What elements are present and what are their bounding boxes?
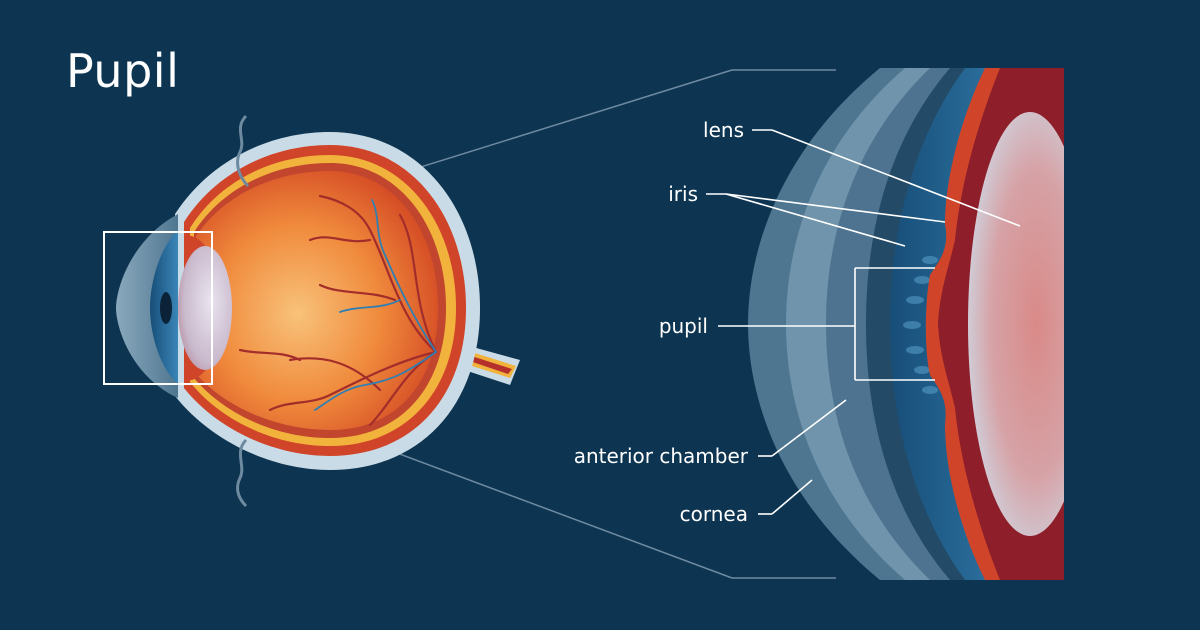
label-cornea: cornea	[680, 502, 748, 526]
page-title: Pupil	[66, 44, 180, 98]
leader-lines	[706, 129, 1021, 515]
label-pupil: pupil	[659, 314, 708, 338]
label-lens: lens	[703, 118, 744, 142]
eyeball	[116, 114, 480, 508]
label-iris: iris	[668, 182, 698, 206]
focus-box	[103, 231, 213, 385]
label-anterior-chamber: anterior chamber	[574, 444, 749, 468]
zoomed-cross-section	[748, 68, 1064, 580]
retinal-veins	[314, 199, 437, 411]
